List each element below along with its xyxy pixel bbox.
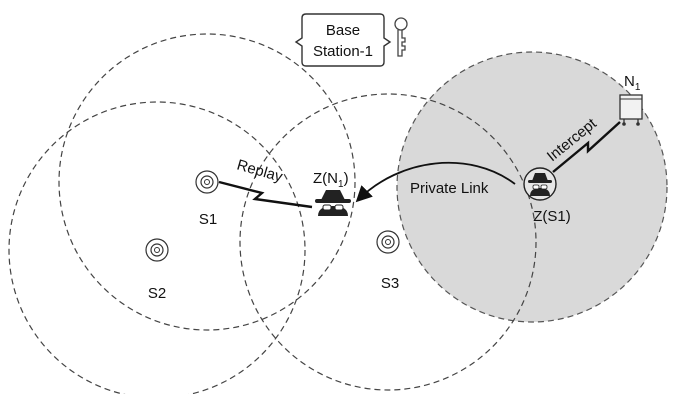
private-link-label: Private Link — [410, 180, 489, 197]
coverage-circle-s3 — [239, 93, 537, 391]
coverage-circle-s1 — [58, 33, 356, 331]
device-icon — [619, 94, 643, 126]
sensor-s2 — [145, 238, 169, 262]
base-station-line2: Station-1 — [313, 43, 373, 60]
attacker-z-s1 — [523, 167, 557, 201]
sensor-s1 — [195, 170, 219, 194]
replay-label: Replay — [235, 157, 285, 186]
base-station-line1: Base — [326, 22, 360, 39]
coverage-circle-s2 — [8, 101, 306, 394]
attacker-z-n1 — [315, 190, 351, 216]
sensor-s3 — [376, 230, 400, 254]
attacker-z-n1-label: Z(N1) — [313, 170, 349, 190]
base-station-box — [294, 13, 392, 67]
base-station: Base Station-1 — [294, 13, 408, 67]
private-link-arrow — [355, 161, 516, 203]
sensor-s2-label: S2 — [148, 285, 166, 302]
intercept-link-bolt — [552, 121, 621, 173]
sensor-s1-label: S1 — [199, 211, 217, 228]
key-icon — [394, 17, 408, 57]
node-n1-label: N1 — [624, 73, 641, 93]
attacker-z-s1-label: Z(S1) — [533, 208, 571, 225]
sensor-s3-label: S3 — [381, 275, 399, 292]
replay-link-bolt — [218, 180, 313, 209]
